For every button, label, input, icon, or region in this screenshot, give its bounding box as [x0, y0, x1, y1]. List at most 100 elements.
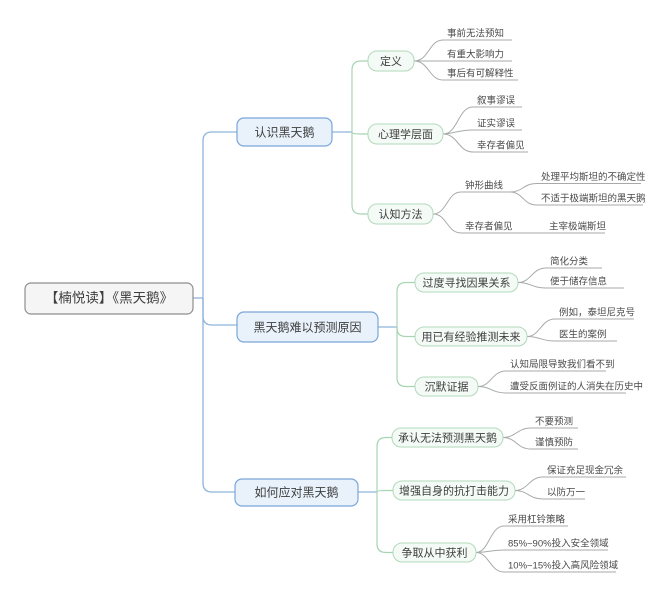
edge-branch2-topic3 [396, 327, 415, 388]
leaf-node[interactable]: 证实谬误 [477, 118, 516, 130]
topic-node-3-1-label: 承认无法预测黑天鹅 [398, 431, 497, 445]
leaf-connector [442, 133, 528, 153]
root-node-label: 【楠悦读】《黑天鹅》 [45, 290, 173, 306]
leaf-node[interactable]: 事前无法预知 [447, 28, 504, 40]
leaf-node[interactable]: 便于储存信息 [550, 276, 607, 288]
leaf-node[interactable]: 不要预测 [535, 417, 573, 428]
branch-node-3-box[interactable] [234, 478, 359, 507]
leaf-connector [526, 336, 617, 342]
topic-node-1-3-box[interactable] [367, 203, 434, 225]
leaf-node[interactable]: 事后有可解释性 [447, 68, 514, 80]
leaf-node[interactable]: 幸存者偏见 [477, 140, 525, 152]
leaf-connector [526, 318, 634, 337]
topic-node-1-1-label: 定义 [380, 54, 402, 68]
topic-node-2-3-box[interactable] [414, 376, 479, 397]
root-branch-edges [193, 131, 397, 493]
edge-branch2-topic1 [396, 281, 415, 327]
topic-node-1-2[interactable]: 心理学层面 [367, 123, 444, 145]
leaf-node[interactable]: 谨慎预防 [535, 437, 574, 449]
topic-node-2-1-label: 过度寻找因果关系 [423, 276, 511, 290]
edge-branch3-topic3 [376, 492, 393, 554]
topic-node-2-1[interactable]: 过度寻找因果关系 [414, 272, 519, 293]
topic-node-3-1-box[interactable] [391, 427, 504, 448]
leaf-node[interactable]: 简化分类 [550, 256, 589, 268]
edge-branch1-topic1 [351, 60, 368, 132]
edge-root-branch3 [202, 298, 235, 493]
branch-node-1-label: 认识黑天鹅 [254, 126, 314, 140]
topic-node-1-1-box[interactable] [367, 50, 415, 72]
leaf-connector [509, 183, 641, 193]
edge-root-branch1 [202, 131, 237, 298]
edge-root-branch2 [202, 298, 237, 326]
leaf-connector [413, 60, 518, 81]
leaf-labels: 事前无法预知 有重大影响力 事后有可解释性 叙事谬误 证实谬误 幸存者偏见 钟形… [447, 28, 646, 572]
topic-node-3-2-box[interactable] [392, 480, 516, 501]
leaf-node[interactable]: 遭受反面例证的人消失在历史中 [510, 381, 643, 393]
branch-node-3-label: 如何应对黑天鹅 [254, 485, 338, 500]
leaf-connector [517, 282, 624, 289]
topic-node-2-2-box[interactable] [414, 326, 528, 347]
leaf-node[interactable]: 叙事谬误 [477, 95, 516, 107]
branch-node-3[interactable]: 如何应对黑天鹅 [234, 478, 359, 507]
leaf-connector [514, 490, 585, 500]
topic-node-3-3-box[interactable] [392, 542, 477, 563]
topic-node-2-2-label: 用已有经验推测未来 [422, 330, 521, 344]
topic-node-3-3-label: 争取从中获利 [402, 546, 468, 560]
leaf-node[interactable]: 以防万一 [547, 487, 586, 499]
branch-node-2-box[interactable] [236, 311, 379, 343]
topic-node-3-3[interactable]: 争取从中获利 [392, 542, 477, 563]
leaf-node[interactable]: 主宰极端斯坦 [549, 221, 607, 233]
leaf-node[interactable]: 不适于极端斯坦的黑天鹅 [541, 193, 646, 205]
branch-node-2[interactable]: 黑天鹅难以预测原因 [236, 311, 379, 343]
root-node-box[interactable] [24, 282, 194, 315]
branch-topic-edges [351, 60, 415, 554]
leaf-connector [432, 213, 524, 234]
topic-node-2-3-label: 沉默证据 [425, 380, 469, 394]
leaf-connector [477, 386, 626, 394]
topic-node-2-2[interactable]: 用已有经验推测未来 [414, 326, 528, 347]
topic-node-1-2-label: 心理学层面 [378, 127, 433, 141]
topic-node-3-2[interactable]: 增强自身的抗打击能力 [392, 480, 516, 501]
leaf-connector [502, 437, 578, 450]
branch-node-1-box[interactable] [236, 117, 333, 147]
leaf-node[interactable]: 医生的案例 [559, 329, 607, 341]
edge-branch1-topic3 [351, 132, 368, 215]
leaf-connector [509, 191, 643, 206]
topic-node-1-3-label: 认知方法 [379, 207, 423, 221]
topic-node-1-1[interactable]: 定义 [367, 50, 415, 72]
subtopic-node[interactable]: 钟形曲线 [465, 180, 504, 192]
leaf-node[interactable]: 85%~90%投入安全领域 [508, 538, 609, 550]
leaf-node[interactable]: 采用杠铃策略 [508, 514, 566, 526]
edge-branch1-topic2 [351, 131, 368, 135]
leaf-connector [514, 476, 626, 491]
leaf-connector [502, 427, 578, 438]
edge-branch3-topic2 [376, 489, 393, 493]
leaf-connector [517, 267, 602, 283]
leaf-connector [475, 552, 616, 573]
leaf-connector [477, 370, 606, 387]
leaf-node[interactable]: 处理平均斯坦的不确定性 [541, 171, 646, 183]
topic-node-3-1[interactable]: 承认无法预测黑天鹅 [391, 427, 504, 448]
topic-node-3-2-label: 增强自身的抗打击能力 [399, 484, 509, 498]
leaf-node[interactable]: 例如，泰坦尼克号 [559, 307, 635, 319]
root-node[interactable]: 【楠悦读】《黑天鹅》 [24, 282, 194, 315]
leaf-node[interactable]: 有重大影响力 [447, 49, 504, 61]
leaf-connector [475, 549, 608, 553]
topic-node-2-3[interactable]: 沉默证据 [414, 376, 479, 397]
leaf-connector [442, 129, 522, 135]
leaf-node[interactable]: 认知局限导致我们看不到 [510, 359, 615, 371]
leaf-node[interactable]: 10%~15%投入高风险领域 [508, 560, 619, 572]
topic-node-1-3[interactable]: 认知方法 [367, 203, 434, 225]
edge-branch3-topic1 [376, 436, 392, 492]
leaf-node[interactable]: 保证充足现金冗余 [547, 465, 624, 477]
topic-node-2-1-box[interactable] [414, 272, 519, 293]
subtopic-node[interactable]: 幸存者偏见 [465, 221, 513, 233]
topic-node-1-2-box[interactable] [367, 123, 444, 145]
leaf-connector [475, 525, 568, 553]
leaf-connector [413, 39, 512, 62]
leaf-connector [442, 106, 522, 135]
branch-node-1[interactable]: 认识黑天鹅 [236, 117, 333, 147]
branch-node-2-label: 黑天鹅难以预测原因 [253, 321, 361, 335]
leaf-connector [432, 191, 510, 215]
